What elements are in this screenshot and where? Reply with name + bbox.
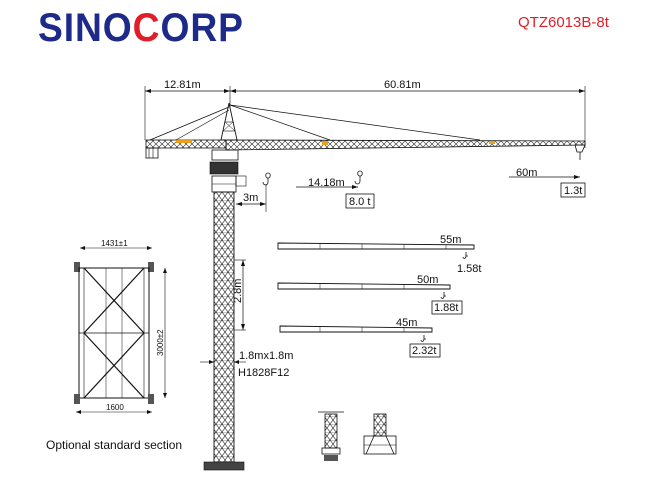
main-jib bbox=[225, 104, 586, 160]
hook-offset-label: 3m bbox=[243, 192, 258, 204]
config-length-label: 45m bbox=[396, 317, 417, 329]
section-top-width-label: 1431±1 bbox=[101, 239, 128, 248]
logo-text-pre: SINO bbox=[38, 6, 133, 50]
jib-config-50m: 50m 1.88t bbox=[277, 274, 463, 315]
config-length-label: 55m bbox=[440, 234, 461, 246]
config-length-label: 50m bbox=[417, 274, 438, 286]
tip-load-label: 1.3t bbox=[564, 185, 582, 197]
jib-config-45m: 45m 2.32t bbox=[279, 317, 441, 358]
config-load-label: 1.88t bbox=[434, 302, 458, 314]
sinocorp-logo: SINOCORP bbox=[38, 8, 244, 48]
load-8t-annotation: 14.18m 8.0 t bbox=[296, 170, 375, 209]
max-load-label: 8.0 t bbox=[349, 196, 370, 208]
counter-jib-label: 12.81m bbox=[164, 79, 201, 91]
section-bottom-width-label: 1600 bbox=[106, 403, 124, 412]
tip-load-annotation: 60m 1.3t bbox=[509, 167, 586, 198]
logo-text-accent: C bbox=[132, 6, 161, 50]
section-height-label: 2.8m bbox=[232, 279, 244, 303]
dimension-jib: 60.81m bbox=[230, 79, 586, 148]
jib-config-55m: 55m 1.58t bbox=[277, 234, 481, 275]
jib-tip-radius-label: 60m bbox=[516, 167, 537, 179]
tower-head bbox=[220, 102, 238, 141]
section-height-dim-label: 3000±2 bbox=[156, 329, 165, 356]
section-size-label: 1.8mx1.8m bbox=[239, 350, 293, 362]
tower-mast: 2.8m 1.8mx1.8m H1828F12 bbox=[200, 191, 293, 471]
logo-text-post: ORP bbox=[160, 6, 244, 50]
dimension-counter-jib: 12.81m bbox=[144, 79, 231, 140]
max-load-radius-label: 14.18m bbox=[308, 177, 345, 189]
config-load-label: 2.32t bbox=[412, 345, 436, 357]
slewing-unit: 3m bbox=[209, 149, 271, 212]
base-detail-drawing bbox=[318, 411, 397, 461]
config-load-label: 1.58t bbox=[457, 263, 481, 275]
jib-length-label: 60.81m bbox=[384, 79, 421, 91]
section-code-label: H1828F12 bbox=[238, 367, 289, 379]
section-caption: Optional standard section bbox=[46, 438, 183, 452]
model-number: QTZ6013B-8t bbox=[518, 14, 609, 31]
standard-section-drawing: 1431±1 3000±2 1600 bbox=[74, 239, 167, 414]
